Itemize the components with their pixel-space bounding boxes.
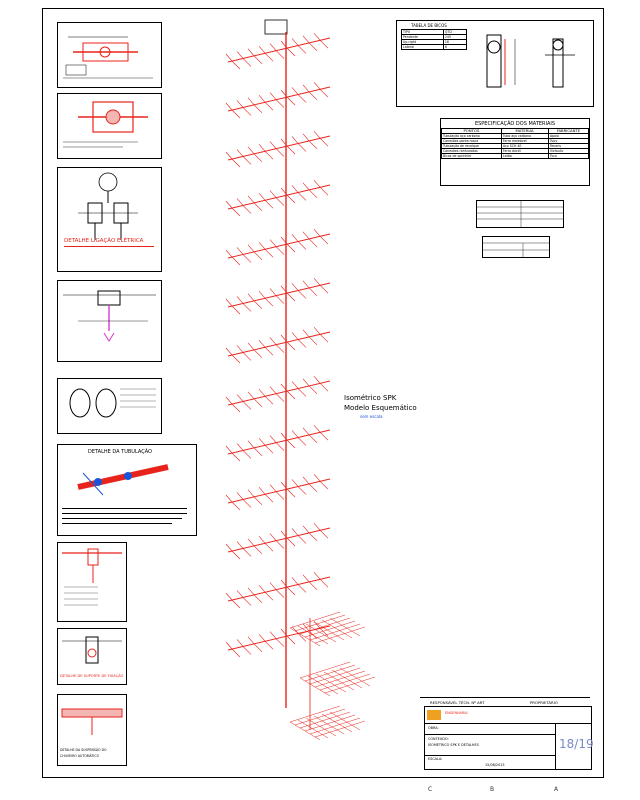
floor-branch <box>225 474 331 511</box>
floor-branch <box>225 33 331 70</box>
date-value: 15/08/2013 <box>485 763 505 767</box>
content-label: CONTEÚDO: <box>428 737 449 741</box>
title-underline <box>64 246 154 247</box>
divider <box>425 734 555 735</box>
detail-drawing-support <box>62 636 122 664</box>
materials-title: ESPECIFICAÇÃO DOS MATERIAIS <box>474 121 556 127</box>
legend-table-2 <box>482 236 550 258</box>
isometric-drawing <box>225 19 376 740</box>
detail-support-title: DETALHE DE SUPORTE DE FIXAÇÃO <box>60 674 124 678</box>
floor-grid <box>299 661 376 697</box>
legend-grid-1 <box>477 201 563 227</box>
materials-panel: ESPECIFICAÇÃO DOS MATERIAIS PONTOS MATER… <box>440 118 590 186</box>
revision-left-label: RESPONSÁVEL TÉCN. Nº ART <box>430 700 485 705</box>
detail-box-support: DETALHE DE SUPORTE DE FIXAÇÃO <box>57 628 127 685</box>
legend-grid-2 <box>483 242 549 257</box>
floor-branch <box>225 131 331 168</box>
detail-drawing-valve <box>62 548 122 606</box>
legend-table-1 <box>476 200 564 228</box>
revision-right-label: PROPRIETÁRIO <box>530 700 558 705</box>
table-cell: 6 <box>442 44 468 50</box>
floor-branch <box>225 327 331 364</box>
detail-electric-title: DETALHE LIGAÇÃO ELÉTRICA <box>64 238 144 244</box>
title-block: ENGENHARIA OBRA: CONTEÚDO: ISOMÉTRICO SP… <box>424 706 594 770</box>
floor-branch <box>225 621 331 658</box>
iso-subtitle: Modelo Esquemático <box>344 404 417 412</box>
iso-note: sem escala <box>360 414 383 419</box>
border-mark-b: B <box>490 786 495 793</box>
company-name: ENGENHARIA <box>445 711 468 715</box>
content-value: ISOMÉTRICO SPK E DETALHES <box>428 743 479 747</box>
divider <box>555 723 556 769</box>
valve-drawings <box>486 34 575 88</box>
materials-table: PONTOS MATERIAL FABRICANTE Tubulação aço… <box>441 128 590 159</box>
table-cell: Lateral <box>401 44 444 50</box>
table-cell: Tyco <box>547 153 590 159</box>
detail-drawing-suspension <box>63 290 156 342</box>
pump-block <box>264 19 288 35</box>
iso-title: Isométrico SPK <box>344 394 397 402</box>
floor-grid <box>289 705 366 740</box>
detail-box-flow: DETALHE DA SUSPENSÃO DO CHUVEIRO AUTOMÁT… <box>57 694 127 766</box>
detail-drawing-pipe <box>77 464 169 496</box>
detail-box-1 <box>57 22 162 88</box>
detail-pipe-title: DETALHE DA TUBULAÇÃO <box>88 449 152 455</box>
pipe-note <box>62 505 192 524</box>
border-mark-a: A <box>554 786 559 793</box>
floor-branch <box>225 523 331 560</box>
floor-branch <box>225 376 331 413</box>
detail-box-suspension <box>57 280 162 362</box>
drawing-frame <box>42 8 604 778</box>
sheet-number: 18/19 <box>559 737 594 751</box>
floor-branch <box>225 425 331 462</box>
floor-branch <box>225 82 331 119</box>
divider <box>425 755 555 756</box>
detail-box-sprinkler <box>57 378 162 434</box>
table-cell: Latão <box>500 153 549 159</box>
detail-drawing-electric <box>78 172 138 240</box>
sprinkler-table-title: TABELA DE BICOS <box>411 23 447 28</box>
floor-branch <box>225 278 331 315</box>
floor-branch <box>225 180 331 217</box>
detail-flow-title: DETALHE DA SUSPENSÃO DO CHUVEIRO AUTOMÁT… <box>60 748 107 758</box>
detail-box-valve <box>57 542 127 622</box>
detail-box-pipe: DETALHE DA TUBULAÇÃO <box>57 444 197 536</box>
border-mark-c: C <box>428 786 433 793</box>
floor-branch <box>225 572 331 609</box>
branch-group <box>225 33 376 740</box>
floor-branch <box>225 229 331 266</box>
revision-line <box>420 697 590 698</box>
scale-label: ESCALA: <box>428 757 443 761</box>
divider <box>425 723 591 724</box>
detail-box-electric: DETALHE LIGAÇÃO ELÉTRICA <box>57 167 162 272</box>
detail-drawing-2 <box>63 101 148 148</box>
detail-drawing-flow <box>61 708 123 735</box>
company-logo <box>427 710 441 720</box>
table-header-row: PONTOS MATERIAL FABRICANTE <box>441 128 590 134</box>
detail-box-2 <box>57 93 162 159</box>
detail-drawing-sprinkler <box>69 388 156 418</box>
floor-grid <box>289 611 366 647</box>
table-cell: Bicos de sprinkler <box>441 153 502 159</box>
detail-drawing-1 <box>63 36 153 79</box>
project-label: OBRA: <box>428 726 439 730</box>
